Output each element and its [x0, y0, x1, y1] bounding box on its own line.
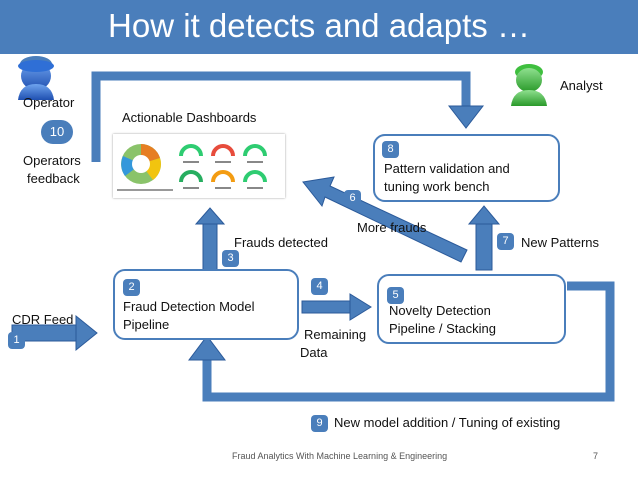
fraud-detection-line1: Fraud Detection Model	[123, 299, 255, 314]
fraud-detection-box	[113, 269, 299, 340]
slide-title: How it detects and adapts …	[108, 7, 530, 44]
frauds-detected-arrow	[194, 207, 226, 225]
cdr-feed-arrow	[75, 314, 98, 352]
step-10-badge: 10	[41, 120, 73, 144]
new-patterns-label: New Patterns	[521, 235, 600, 250]
step-8-badge: 8	[382, 141, 399, 158]
loop-arrow-bottom-head	[188, 335, 226, 361]
step-4-badge: 4	[311, 278, 328, 295]
analyst-label: Analyst	[560, 78, 603, 93]
novelty-detection-label: Novelty Detection Pipeline / Stacking	[389, 302, 496, 338]
step-9-badge: 9	[311, 415, 328, 432]
remaining-data-line2: Data	[300, 345, 328, 360]
page-number: 7	[593, 451, 599, 461]
loop-arrow-bottom	[202, 281, 615, 402]
dashboard-chart-icon	[117, 144, 267, 191]
novelty-line2: Pipeline / Stacking	[389, 321, 496, 336]
step-2-badge: 2	[123, 279, 140, 296]
loop-arrow-top-head	[447, 105, 485, 129]
step-6-badge: 6	[344, 190, 361, 207]
operators-feedback-line1: Operators	[23, 153, 81, 168]
more-frauds-label: More frauds	[357, 220, 427, 235]
operator-person-icon	[18, 56, 54, 100]
remaining-data-arrow	[349, 293, 372, 321]
step-5-badge: 5	[387, 287, 404, 304]
step-3-badge: 3	[222, 250, 239, 267]
loop-arrow-top	[91, 71, 471, 162]
dashboards-label: Actionable Dashboards	[122, 110, 257, 125]
step-1-badge: 1	[8, 332, 25, 349]
fraud-detection-label: Fraud Detection Model Pipeline	[123, 298, 255, 334]
step-7-badge: 7	[497, 233, 514, 250]
remaining-data-line1: Remaining	[304, 327, 367, 342]
operator-label: Operator	[23, 95, 75, 110]
novelty-line1: Novelty Detection	[389, 303, 491, 318]
pattern-line2: tuning work bench	[384, 179, 490, 194]
dashboard-thumbnail	[113, 134, 285, 198]
new-model-label: New model addition / Tuning of existing	[334, 415, 561, 430]
new-patterns-arrow	[467, 205, 501, 225]
analyst-person-icon	[511, 64, 547, 106]
pattern-validation-box	[373, 134, 560, 202]
title-bar: How it detects and adapts …	[0, 0, 638, 54]
pattern-line1: Pattern validation and	[384, 161, 510, 176]
fraud-detection-line2: Pipeline	[123, 317, 170, 332]
footer-text: Fraud Analytics With Machine Learning & …	[232, 451, 448, 461]
pattern-validation-label: Pattern validation and tuning work bench	[384, 160, 510, 196]
operators-feedback-line2: feedback	[27, 171, 80, 186]
cdr-feed-label: CDR Feed	[12, 312, 74, 327]
novelty-detection-box	[377, 274, 566, 344]
frauds-detected-label: Frauds detected	[234, 235, 328, 250]
